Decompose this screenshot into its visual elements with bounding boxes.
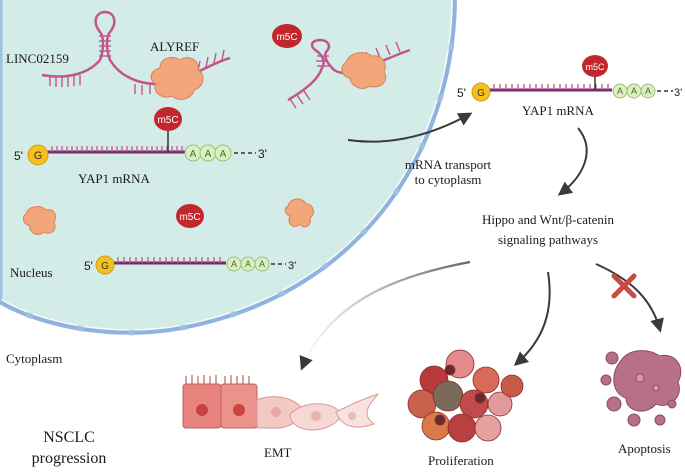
polya-2a: A	[231, 259, 237, 269]
yap1-mrna-nucleus-label: YAP1 mRNA	[78, 171, 150, 186]
three-prime-label-2: 3'	[288, 260, 296, 272]
nucleus-label: Nucleus	[10, 265, 53, 280]
emt-label: EMT	[264, 445, 292, 460]
inhibition-cross	[611, 273, 637, 299]
nsclc-label-line1: NSCLC	[43, 429, 95, 446]
proliferation-label: Proliferation	[428, 453, 494, 468]
polya-1c: A	[220, 149, 227, 160]
yap1-mrna-nucleus-lower: 5' G A A A 3'	[84, 255, 296, 275]
polya-3a: A	[617, 86, 623, 96]
alyref-label: ALYREF	[150, 39, 200, 54]
proliferation-cells-illustration	[407, 349, 524, 443]
arrow-to-apoptosis	[595, 263, 664, 333]
linc02159-label: LINC02159	[6, 51, 69, 66]
transport-label: mRNA transport to cytoplasm	[388, 157, 508, 188]
three-prime-label-1: 3'	[258, 147, 267, 161]
cap-label-1: G	[34, 150, 43, 162]
apoptosis-label: Apoptosis	[618, 441, 671, 456]
nsclc-label-line2: progression	[31, 449, 107, 467]
yap1-mrna-cytoplasm-label: YAP1 mRNA	[522, 103, 594, 118]
nsclc-progression-label: NSCLC progression	[14, 428, 124, 470]
three-prime-label-3: 3'	[674, 87, 682, 99]
m5c-mark-cytoplasm: m5C	[585, 62, 605, 72]
polya-2b: A	[245, 259, 251, 269]
m5c-mark-free: m5C	[176, 204, 204, 228]
polya-3b: A	[631, 86, 637, 96]
cytoplasm-label: Cytoplasm	[6, 351, 63, 366]
polya-1b: A	[205, 149, 212, 160]
alyref-protein-4	[284, 198, 314, 228]
arrow-to-proliferation	[513, 271, 551, 366]
five-prime-label-3: 5'	[457, 86, 466, 100]
m5c-mark-free-label: m5C	[179, 212, 200, 223]
five-prime-label-2: 5'	[84, 259, 93, 273]
pathway-label: Hippo and Wnt/β-catenin signaling pathwa…	[468, 210, 628, 250]
pathway-label-line2: signaling pathways	[497, 232, 598, 248]
m5c-mark-top-label: m5C	[276, 32, 297, 43]
pathway-label-line1: Hippo and Wnt/β-catenin	[481, 212, 614, 227]
arrow-to-emt	[300, 260, 471, 369]
cap-label-3: G	[477, 88, 485, 99]
transport-arrow	[347, 112, 473, 143]
transport-label-line2: to cytoplasm	[414, 171, 482, 187]
five-prime-label-1: 5'	[14, 149, 23, 163]
alyref-protein	[150, 57, 204, 100]
polya-2c: A	[259, 259, 265, 269]
alyref-protein-2	[341, 52, 387, 89]
nucleus	[0, 0, 459, 337]
cap-label-2: G	[101, 261, 109, 272]
alyref-protein-3	[22, 206, 57, 235]
emt-cells-illustration	[182, 375, 380, 431]
yap1-mrna-cytoplasm: 5' G m5C A A A 3'	[457, 55, 682, 102]
yap1-mrna-nucleus: 5' G m5C A A A 3'	[14, 107, 267, 166]
m5c-mark-yap1: m5C	[157, 115, 178, 126]
transport-label-line1: mRNA transport	[404, 157, 492, 172]
polya-3c: A	[645, 86, 651, 96]
polya-1a: A	[190, 149, 197, 160]
nucleus-body	[0, 0, 458, 336]
m5c-mark-top: m5C	[272, 24, 302, 48]
apoptosis-illustration	[600, 350, 682, 427]
pathway-arrow	[557, 127, 588, 196]
